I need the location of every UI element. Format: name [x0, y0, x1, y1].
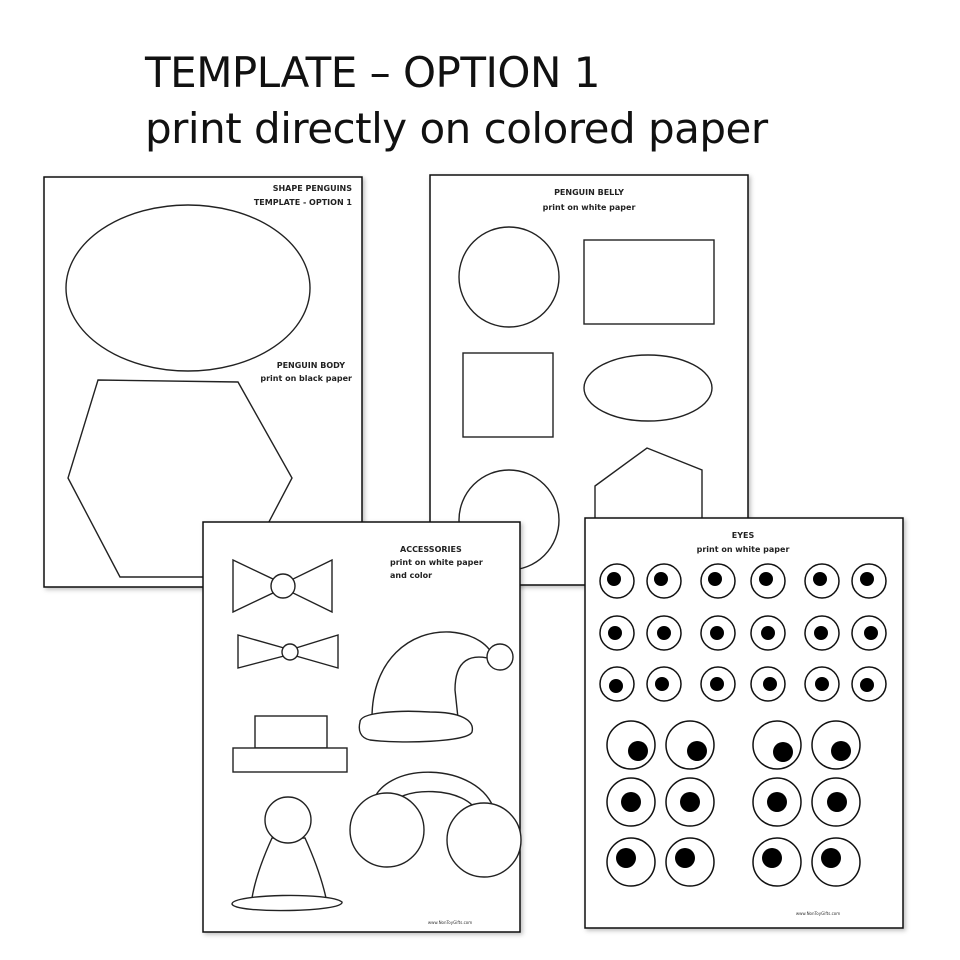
note: print on white paper [390, 558, 483, 567]
oval-shape [65, 204, 311, 372]
bow-tie-large [232, 558, 333, 614]
bow-tie-small [237, 634, 339, 669]
googly-eye [752, 777, 802, 827]
googly-eye [811, 720, 861, 770]
slide-subtitle: print directly on colored paper [145, 104, 768, 153]
googly-eye [606, 720, 656, 770]
party-hat [231, 796, 343, 912]
googly-eye [606, 837, 656, 887]
note: and color [390, 571, 432, 580]
oval-shape [583, 354, 713, 422]
googly-eye [750, 615, 786, 651]
googly-eye [804, 563, 840, 599]
googly-eye [665, 837, 715, 887]
circle-shape [458, 226, 560, 328]
rectangle-shape [583, 239, 715, 325]
page-subtitle: TEMPLATE - OPTION 1 [254, 198, 353, 207]
footer-url: www.NonToyGifts.com [796, 911, 840, 916]
eyes-grid [599, 563, 887, 887]
googly-eye [599, 666, 635, 702]
note: print on white paper [697, 545, 790, 554]
square-shape [462, 352, 554, 438]
page-accessories: ACCESSORIES print on white paper and col… [202, 521, 522, 933]
googly-eye [750, 563, 786, 599]
googly-eye [851, 615, 887, 651]
googly-eye [752, 720, 802, 770]
page-eyes: EYES print on white paper www.NonToyGift… [584, 517, 904, 929]
earmuffs [349, 771, 522, 878]
googly-eye [811, 837, 861, 887]
googly-eye [665, 720, 715, 770]
googly-eye [665, 777, 715, 827]
note: print on black paper [260, 374, 352, 383]
googly-eye [700, 666, 736, 702]
googly-eye [646, 615, 682, 651]
googly-eye [700, 563, 736, 599]
top-hat [232, 715, 348, 773]
slide-title: TEMPLATE – OPTION 1 [145, 48, 600, 97]
googly-eye [646, 563, 682, 599]
page-title: EYES [732, 531, 755, 540]
googly-eye [606, 777, 656, 827]
googly-eye [851, 666, 887, 702]
page-title: ACCESSORIES [400, 545, 462, 554]
googly-eye [804, 615, 840, 651]
googly-eye [851, 563, 887, 599]
googly-eye [811, 777, 861, 827]
label: PENGUIN BODY [277, 361, 346, 370]
googly-eye [700, 615, 736, 651]
googly-eye [599, 563, 635, 599]
googly-eye [646, 666, 682, 702]
googly-eye [752, 837, 802, 887]
santa-hat [358, 631, 514, 743]
googly-eye [804, 666, 840, 702]
googly-eye [599, 615, 635, 651]
page-title: SHAPE PENGUINS [273, 184, 353, 193]
googly-eye [750, 666, 786, 702]
page-title: PENGUIN BELLY [554, 188, 624, 197]
note: print on white paper [543, 203, 636, 212]
footer-url: www.NonToyGifts.com [428, 920, 472, 925]
